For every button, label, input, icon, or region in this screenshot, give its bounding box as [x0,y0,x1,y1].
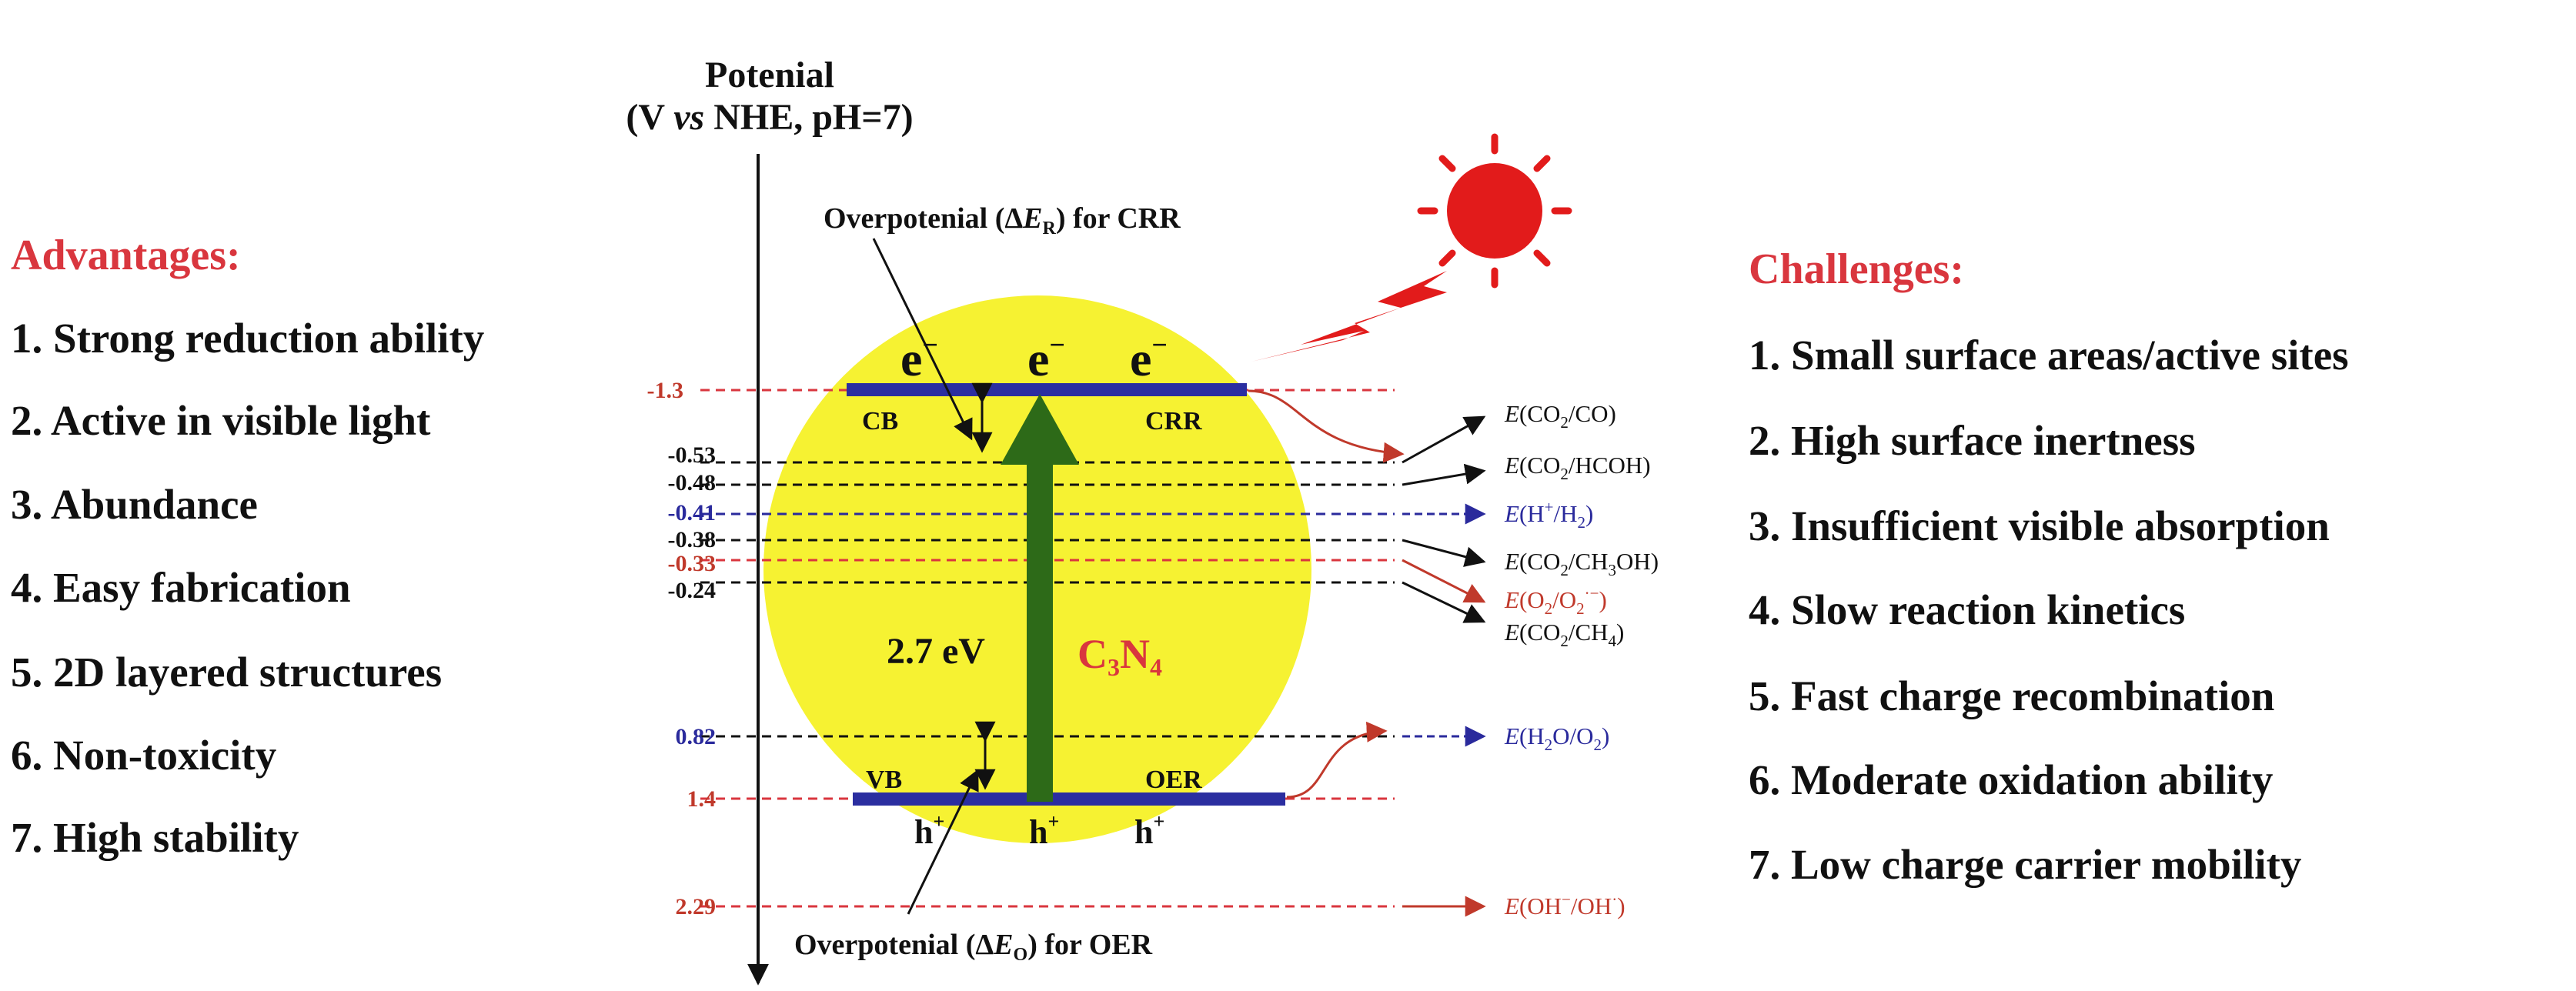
reaction-label: E(CO2/CH4) [1504,619,1624,650]
hole-label: h+ [1029,810,1059,851]
challenge-item: 2. High surface inertness [1749,417,2196,464]
challenge-item: 6. Moderate oxidation ability [1749,756,2274,803]
advantage-item: 1. Strong reduction ability [11,315,485,362]
crr-label: CRR [1145,407,1202,435]
level-label: -0.38 [668,527,717,552]
reaction-label: E(H2O/O2) [1504,722,1609,754]
hole-label: h+ [1134,810,1164,851]
reaction-arrow [1402,559,1486,603]
oer-curve-arrow [1286,721,1388,799]
crr-curve-arrow [1248,389,1405,463]
advantage-item: 6. Non-toxicity [11,732,277,779]
reaction-arrow [1402,539,1486,567]
material-label: C3N4 [1078,631,1162,681]
hole-label: h+ [914,810,944,851]
reaction-label: E(H+/H2) [1504,498,1593,532]
electron-label: e− [1130,329,1168,386]
level-label: -0.24 [668,578,717,603]
advantage-item: 7. High stability [11,814,299,861]
reduction-overpotential-label: Overpotenial (ΔER) for CRR [824,202,1181,239]
oxidation-overpotential-label: Overpotenial (ΔEO) for OER [794,929,1153,965]
excitation-arrow [1001,394,1079,802]
level-label: -0.53 [668,442,717,468]
reaction-label: E(OH−/OH·) [1504,890,1625,919]
level-label: 0.82 [676,724,717,749]
reaction-label: E(CO2/CO) [1504,400,1616,432]
axis-title: Potenial (V vs NHE, pH=7) [585,54,954,138]
reaction-arrow [1402,581,1486,623]
challenges-title: Challenges: [1749,245,1964,293]
advantage-item: 3. Abundance [11,481,258,528]
sun-icon [1417,133,1572,289]
reaction-label: E(CO2/CH3OH) [1504,548,1659,579]
reduction-pointer [872,238,973,441]
valence-band [853,792,1285,806]
advantage-item: 4. Easy fabrication [11,564,351,611]
level-label: 1.4 [687,786,717,812]
reaction-label: E(CO2/HCOH) [1504,452,1651,483]
level-label: 2.29 [676,894,717,919]
advantage-item: 2. Active in visible light [11,397,431,444]
level-label: -0.41 [668,500,717,526]
challenge-item: 7. Low charge carrier mobility [1749,841,2302,888]
oxidation-pointer [907,769,979,915]
reaction-label: E(O2/O2·−) [1504,584,1607,618]
level-label: -0.48 [668,470,717,496]
reaction-arrow [1402,415,1486,464]
level-label: -0.33 [668,551,717,576]
oer-label: OER [1145,766,1202,794]
challenge-item: 4. Slow reaction kinetics [1749,586,2186,633]
challenge-item: 5. Fast charge recombination [1749,672,2275,719]
reaction-arrow [1402,463,1486,486]
axis-title-line2: (V vs NHE, pH=7) [626,97,914,138]
level-label: -1.3 [647,378,684,403]
electron-label: e− [1027,329,1065,386]
electron-label: e− [900,329,938,386]
cb-label: CB [862,407,898,435]
challenge-item: 1. Small surface areas/active sites [1749,332,2349,379]
advantage-item: 5. 2D layered structures [11,649,443,696]
vb-label: VB [866,766,902,794]
band-gap-label: 2.7 eV [887,631,985,672]
axis-title-line1: Potenial [705,55,834,95]
lightning-icon [1251,271,1447,362]
challenge-item: 3. Insufficient visible absorption [1749,502,2330,549]
advantages-title: Advantages: [11,232,241,279]
